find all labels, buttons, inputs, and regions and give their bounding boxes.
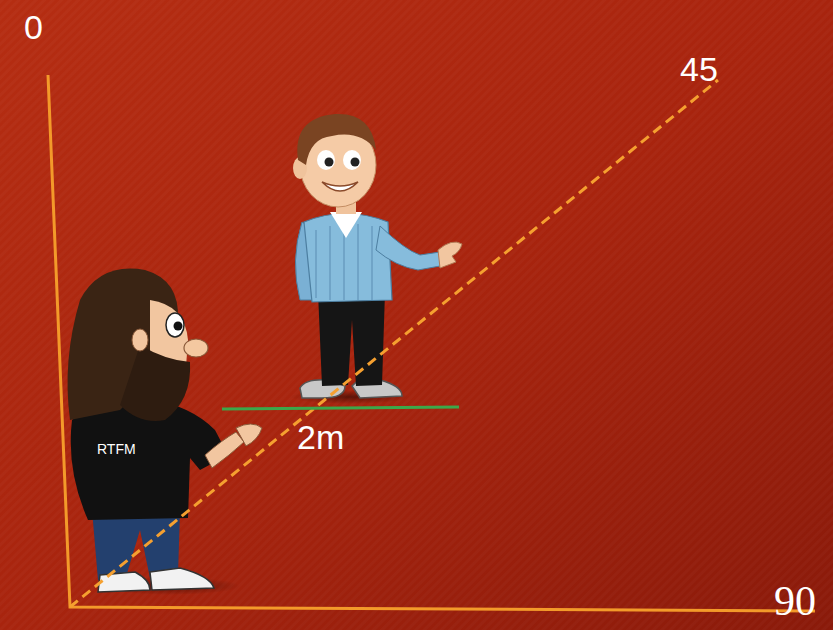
bearded-man xyxy=(68,269,262,595)
shirt-text: RTFM xyxy=(97,442,136,456)
distance-line xyxy=(222,407,459,409)
dimension-label: 2m xyxy=(297,420,344,454)
standing-man xyxy=(290,114,462,404)
axis-value: 45 xyxy=(680,52,718,86)
diagonal-dashed-line xyxy=(70,80,718,607)
axis-value: 0 xyxy=(24,10,43,44)
axis-lines xyxy=(48,75,815,611)
axis-value: 90 xyxy=(774,580,816,622)
